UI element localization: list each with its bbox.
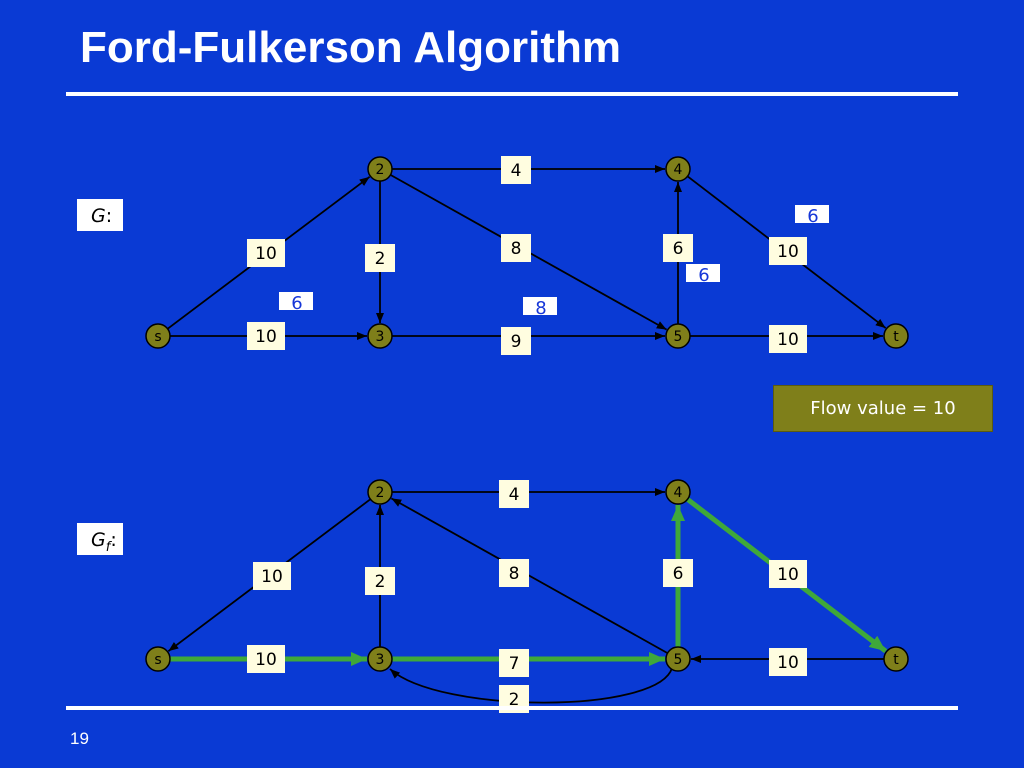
- slide-title: Ford-Fulkerson Algorithm: [80, 23, 622, 72]
- flow-4-t-box: [795, 205, 829, 223]
- residual-5-2: 8: [509, 564, 520, 584]
- residual-t-5-box: [769, 648, 807, 676]
- flow-s-2-box: [279, 292, 313, 310]
- node-label-3: 3: [376, 652, 385, 668]
- capacity-4-t: 10: [777, 242, 799, 262]
- node-label-s: s: [154, 652, 161, 668]
- capacity-2-3-box: [365, 244, 395, 272]
- node-label-5: 5: [674, 652, 683, 668]
- residual-5-2-box: [499, 559, 529, 587]
- residual-5-3: 2: [509, 690, 520, 710]
- node-label-2: 2: [376, 485, 385, 501]
- capacity-2-5-box: [501, 234, 531, 262]
- capacity-2-3: 2: [375, 249, 386, 269]
- capacity-2-4-box: [501, 156, 531, 184]
- capacity-2-5: 8: [511, 239, 522, 259]
- node-5: [665, 323, 691, 349]
- node-2: [367, 479, 393, 505]
- residual-2-4-box: [499, 480, 529, 508]
- node-s: [145, 323, 171, 349]
- node-label-4: 4: [674, 485, 683, 501]
- node-5: [665, 646, 691, 672]
- node-2: [367, 156, 393, 182]
- top-rule: [66, 92, 958, 96]
- page-number: 19: [70, 729, 89, 748]
- residual-2-s-box: [253, 562, 291, 590]
- capacity-s-2-box: [247, 239, 285, 267]
- node-t: [883, 646, 909, 672]
- node-t: [883, 323, 909, 349]
- capacity-5-t: 10: [777, 330, 799, 350]
- bottom-rule: [66, 706, 958, 710]
- node-label-t: t: [893, 329, 899, 345]
- capacity-s-3: 10: [255, 327, 277, 347]
- graph-label-box: [77, 523, 123, 555]
- residual-s-3: 10: [255, 650, 277, 670]
- node-s: [145, 646, 171, 672]
- edge-5-2: [390, 497, 668, 654]
- capacity-2-4: 4: [511, 161, 522, 181]
- capacity-3-5-box: [501, 327, 531, 355]
- residual-4-t: 10: [777, 565, 799, 585]
- node-3: [367, 323, 393, 349]
- node-3: [367, 646, 393, 672]
- capacity-4-t-box: [769, 237, 807, 265]
- graph-gf: 10 10 2 4 8 7 2 6 10 10 s 2 3 4 5 t Gf:: [77, 479, 909, 713]
- flow-3-5: 8: [535, 298, 546, 319]
- residual-2-s: 10: [261, 567, 283, 587]
- residual-s-3-box: [247, 645, 285, 673]
- capacity-s-3-box: [247, 322, 285, 350]
- residual-5-4-box: [663, 559, 693, 587]
- node-label-4: 4: [674, 162, 683, 178]
- capacity-5-4-box: [663, 234, 693, 262]
- node-label-5: 5: [674, 329, 683, 345]
- capacity-s-2: 10: [255, 244, 277, 264]
- graph-label-gf: Gf:: [91, 529, 117, 555]
- residual-2-4: 4: [509, 485, 520, 505]
- capacity-5-t-box: [769, 325, 807, 353]
- node-label-t: t: [893, 652, 899, 668]
- flow-3-5-box: [523, 297, 557, 315]
- flow-value-box: Flow value = 10: [773, 385, 993, 432]
- flow-4-t: 6: [807, 206, 818, 227]
- residual-3-2-box: [365, 567, 395, 595]
- node-4: [665, 479, 691, 505]
- residual-3-5: 7: [509, 654, 520, 674]
- residual-3-2: 2: [375, 572, 386, 592]
- graph-label-box: [77, 199, 123, 231]
- graph-label-g: G:: [91, 205, 112, 227]
- node-4: [665, 156, 691, 182]
- capacity-5-4: 6: [673, 239, 684, 259]
- residual-5-4: 6: [673, 564, 684, 584]
- capacity-3-5: 9: [511, 332, 522, 352]
- residual-3-5-box: [499, 649, 529, 677]
- node-label-s: s: [154, 329, 161, 345]
- flow-5-4-box: [686, 264, 720, 282]
- residual-t-5: 10: [777, 653, 799, 673]
- flow-5-4: 6: [698, 265, 709, 286]
- edge-5-3: [389, 667, 673, 704]
- node-label-2: 2: [376, 162, 385, 178]
- node-label-3: 3: [376, 329, 385, 345]
- residual-4-t-box: [769, 560, 807, 588]
- flow-s-2: 6: [291, 293, 302, 314]
